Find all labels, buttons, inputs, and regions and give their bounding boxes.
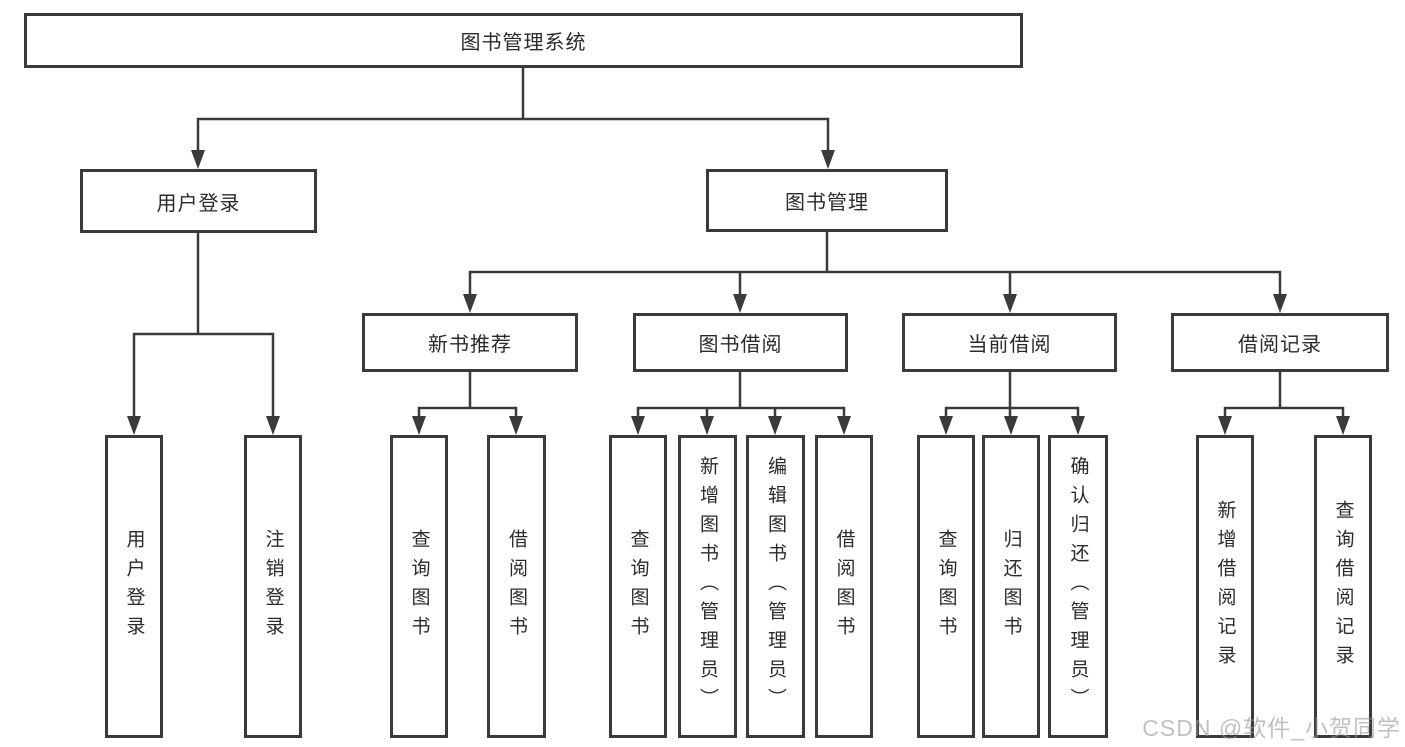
node-user-login: 用户登录	[80, 169, 317, 233]
leaf-query-books-current: 查询图书	[917, 435, 975, 738]
leaf-query-books-borrowing: 查询图书	[609, 435, 667, 738]
leaf-return-books: 归还图书	[982, 435, 1040, 738]
node-borrowing-records: 借阅记录	[1171, 313, 1389, 372]
node-library-system: 图书管理系统	[24, 13, 1023, 68]
leaf-edit-book-admin: 编辑图书（管理员）	[746, 435, 805, 738]
node-book-borrowing: 图书借阅	[633, 313, 848, 372]
leaf-query-books-recommend: 查询图书	[390, 435, 448, 738]
leaf-user-login: 用户登录	[105, 435, 163, 738]
leaf-borrow-books: 借阅图书	[815, 435, 873, 738]
leaf-query-borrow-record: 查询借阅记录	[1314, 435, 1372, 738]
node-new-book-recommend: 新书推荐	[362, 313, 578, 372]
leaf-confirm-return-admin: 确认归还（管理员）	[1048, 435, 1108, 738]
node-book-management: 图书管理	[706, 169, 948, 232]
leaf-add-book-admin: 新增图书（管理员）	[678, 435, 737, 738]
leaf-logout: 注销登录	[244, 435, 302, 738]
leaf-borrow-books-recommend: 借阅图书	[487, 435, 546, 738]
leaf-add-borrow-record: 新增借阅记录	[1196, 435, 1254, 738]
node-current-borrowing: 当前借阅	[902, 313, 1117, 372]
watermark: CSDN @软件_小贺同学	[1142, 715, 1401, 741]
